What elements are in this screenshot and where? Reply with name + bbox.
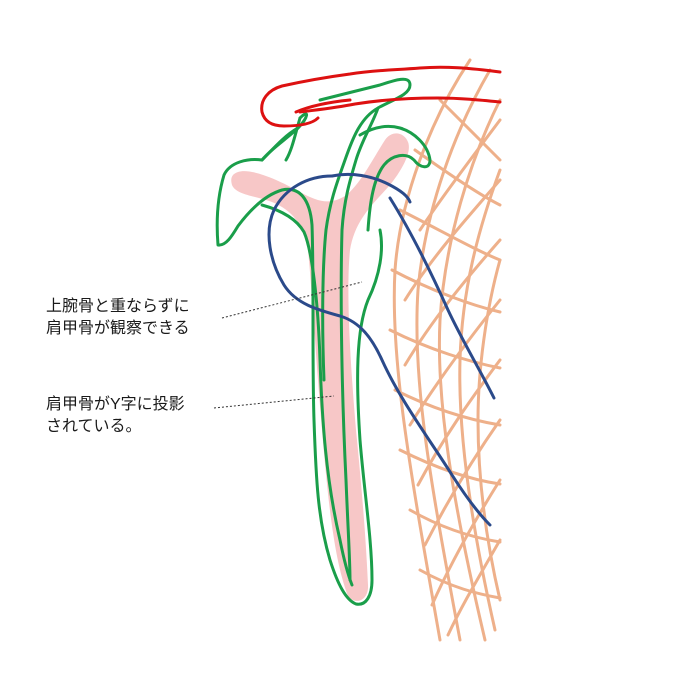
leader-line-y-note [213,395,335,409]
leader-line-humerus-note [221,281,363,319]
annotation-line: 肩甲骨がY字に投影 [46,396,185,413]
rib-cage-lines [388,58,502,642]
annotation-line: 肩甲骨が観察できる [46,320,190,337]
scapula-outline [215,77,432,606]
annotation-line: 上腕骨と重ならずに [46,298,190,315]
clavicle-outline [260,65,502,128]
annotation-line: されている。 [46,418,142,435]
leader-lines [213,281,363,409]
annotation-y-projection: 肩甲骨がY字に投影 されている。 [46,394,185,438]
humerus-outline [267,172,496,527]
annotation-humerus-scapula: 上腕骨と重ならずに 肩甲骨が観察できる [46,296,190,340]
